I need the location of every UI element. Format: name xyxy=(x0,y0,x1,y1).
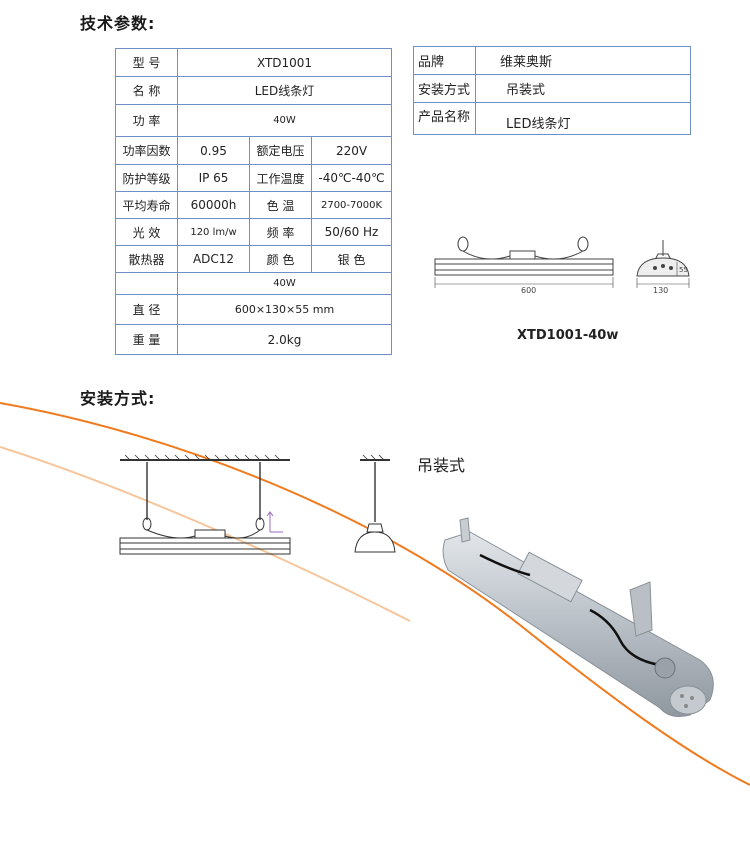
spec-value: ADC12 xyxy=(177,245,250,273)
table-row: 名 称 LED线条灯 xyxy=(115,76,393,105)
empty-cell xyxy=(115,272,178,295)
spec-label: 颜 色 xyxy=(249,245,312,273)
model-label: 型 号 xyxy=(115,48,178,77)
spec-label: 额定电压 xyxy=(249,136,312,165)
hanging-diagram xyxy=(119,454,396,555)
mount-label: 安装方式 xyxy=(413,74,476,103)
height-dimension: 55 xyxy=(679,266,688,274)
spec-label: 光 效 xyxy=(115,218,178,246)
table-row: 直 径 600×130×55 mm xyxy=(115,294,393,325)
table-row: 功 率 40W xyxy=(115,104,393,137)
name-value: LED线条灯 xyxy=(176,76,393,105)
table-row: 防护等级 IP 65 工作温度 -40℃-40℃ xyxy=(115,164,393,192)
name-label: 名 称 xyxy=(115,76,178,105)
hook-right-icon xyxy=(577,236,589,252)
product-value: LED线条灯 xyxy=(475,102,691,135)
orange-curve xyxy=(0,402,750,786)
spec-table: 型 号 XTD1001 名 称 LED线条灯 功 率 40W 功率因数 0.95… xyxy=(115,48,393,355)
install-title: 安装方式: xyxy=(80,389,156,408)
spec-value: 220V xyxy=(310,136,393,165)
hook-left-icon xyxy=(457,236,469,252)
spec-value: IP 65 xyxy=(177,164,250,192)
brand-table: 品牌 维莱奥斯 安装方式 吊装式 产品名称 LED线条灯 xyxy=(413,46,691,135)
side-view xyxy=(434,236,614,288)
table-row: 功率因数 0.95 额定电压 220V xyxy=(115,136,393,165)
diameter-value: 600×130×55 mm xyxy=(176,294,393,325)
hang-label: 吊装式 xyxy=(417,456,466,475)
weight-value: 2.0kg xyxy=(176,324,393,355)
model-caption: XTD1001-40w xyxy=(517,328,619,343)
length-dimension: 600 xyxy=(521,286,536,295)
spec-value: 50/60 Hz xyxy=(310,218,393,246)
spec-value: 60000h xyxy=(177,191,250,219)
table-row: 40W xyxy=(115,272,393,295)
spec-label: 散热器 xyxy=(115,245,178,273)
extra-power-value: 40W xyxy=(176,272,393,295)
end-view xyxy=(636,240,690,288)
decorative-curves xyxy=(0,402,750,786)
table-row: 安装方式 吊装式 xyxy=(413,74,691,103)
tech-params-title: 技术参数: xyxy=(80,14,156,33)
power-value: 40W xyxy=(176,104,393,137)
table-row: 产品名称 LED线条灯 xyxy=(413,102,691,135)
model-value: XTD1001 xyxy=(176,48,393,77)
brand-value: 维莱奥斯 xyxy=(475,46,691,75)
spec-label: 工作温度 xyxy=(249,164,312,192)
spec-label: 色 温 xyxy=(249,191,312,219)
weight-label: 重 量 xyxy=(115,324,178,355)
power-label: 功 率 xyxy=(115,104,178,137)
spec-label: 功率因数 xyxy=(115,136,178,165)
mount-value: 吊装式 xyxy=(475,74,691,103)
table-row: 光 效 120 lm/w 频 率 50/60 Hz xyxy=(115,218,393,246)
table-row: 品牌 维莱奥斯 xyxy=(413,46,691,75)
spec-label: 频 率 xyxy=(249,218,312,246)
spec-value: 120 lm/w xyxy=(177,218,250,246)
light-orange-curve xyxy=(0,446,411,622)
spec-label: 平均寿命 xyxy=(115,191,178,219)
diameter-label: 直 径 xyxy=(115,294,178,325)
spec-label: 防护等级 xyxy=(115,164,178,192)
product-label: 产品名称 xyxy=(413,102,476,135)
spec-value: 银 色 xyxy=(310,245,393,273)
table-row: 重 量 2.0kg xyxy=(115,324,393,355)
table-row: 型 号 XTD1001 xyxy=(115,48,393,77)
spec-value: -40℃-40℃ xyxy=(310,164,393,192)
brand-label: 品牌 xyxy=(413,46,476,75)
table-row: 散热器 ADC12 颜 色 银 色 xyxy=(115,245,393,273)
table-row: 平均寿命 60000h 色 温 2700-7000K xyxy=(115,191,393,219)
width-dimension: 130 xyxy=(653,286,668,295)
spec-value: 0.95 xyxy=(177,136,250,165)
spec-value: 2700-7000K xyxy=(310,191,393,219)
technical-drawing: 600 130 55 xyxy=(434,236,690,295)
product-image xyxy=(442,517,714,717)
